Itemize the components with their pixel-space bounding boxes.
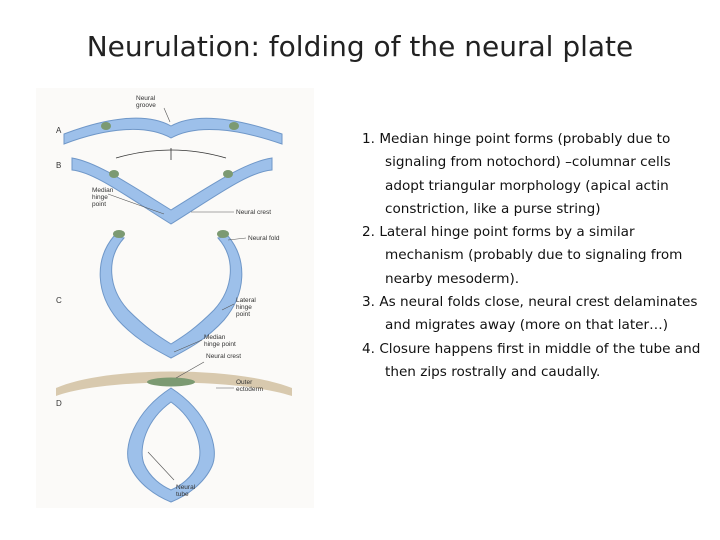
steps-list: 1. Median hinge point forms (probably du… — [362, 128, 702, 384]
label-median-hinge-c-2: hinge point — [204, 341, 236, 348]
step-text: Closure happens first in middle of the t… — [379, 340, 701, 380]
leader-neural-tube — [147, 451, 175, 481]
step-number: 3. — [362, 294, 375, 311]
leader-median-hinge-b — [107, 193, 165, 215]
label-lateral-hinge-3: point — [236, 311, 250, 318]
panel-label-a: A — [56, 126, 62, 135]
label-median-hinge-b-3: point — [92, 201, 106, 208]
label-neural-groove-2: groove — [136, 102, 156, 109]
step-number: 1. — [362, 131, 375, 147]
label-neural-tube-1: Neural — [176, 484, 196, 491]
label-neural-tube-2: tube — [176, 491, 189, 498]
step-text: Lateral hinge point forms by a similar m… — [379, 224, 683, 287]
label-neural-crest-d: Neural crest — [206, 353, 241, 360]
step-number: 4. — [362, 340, 375, 357]
panel-label-c: C — [56, 296, 62, 305]
label-outer-ectoderm-1: Outer — [236, 379, 253, 386]
crest-right-c — [217, 230, 229, 238]
step-item: 1. Median hinge point forms (probably du… — [362, 128, 702, 221]
neurulation-diagram: A B C D Neural groove Median hinge point… — [56, 95, 292, 503]
step-item: 2. Lateral hinge point forms by a simila… — [362, 221, 702, 291]
label-neural-groove-1: Neural — [136, 95, 156, 102]
outer-ectoderm-band — [56, 371, 292, 396]
crest-left-a — [101, 122, 111, 130]
step-text: As neural folds close, neural crest dela… — [379, 294, 698, 334]
step-item: 4. Closure happens first in middle of th… — [362, 338, 702, 385]
slide-title: Neurulation: folding of the neural plate — [86, 30, 634, 63]
crest-right-b — [223, 170, 233, 178]
panel-label-d: D — [56, 399, 62, 408]
step-text: Median hinge point forms (probably due t… — [379, 131, 671, 217]
crest-left-c — [113, 230, 125, 238]
crest-d — [147, 377, 195, 387]
label-median-hinge-b-2: hinge — [92, 194, 108, 201]
label-lateral-hinge-1: Lateral — [236, 297, 256, 304]
neural-plate-b — [71, 157, 273, 225]
label-lateral-hinge-2: hinge — [236, 304, 252, 311]
panel-label-b: B — [56, 161, 61, 170]
leader-neural-groove — [163, 107, 171, 123]
panel-c-neural-folds — [99, 230, 247, 359]
neural-plate-a — [63, 117, 283, 145]
step-item: 3. As neural folds close, neural crest d… — [362, 291, 702, 338]
panel-d-neural-tube — [56, 361, 292, 503]
label-median-hinge-b-1: Median — [92, 187, 114, 194]
neural-tube-d — [127, 387, 215, 503]
step-number: 2. — [362, 224, 375, 241]
leader-lateral-hinge — [221, 303, 235, 311]
crest-right-a — [229, 122, 239, 130]
label-neural-fold: Neural fold — [248, 235, 280, 242]
leader-neural-crest-d — [175, 361, 205, 379]
leader-neural-fold — [227, 237, 247, 241]
label-outer-ectoderm-2: ectoderm — [236, 386, 263, 393]
crest-left-b — [109, 170, 119, 178]
panel-a-neural-plate — [63, 107, 283, 145]
neurulation-figure: A B C D Neural groove Median hinge point… — [36, 88, 314, 508]
leader-median-hinge-c — [173, 339, 203, 353]
label-neural-crest-b: Neural crest — [236, 209, 271, 216]
panel-b-neural-plate — [71, 148, 273, 225]
label-median-hinge-c-1: Median — [204, 334, 226, 341]
